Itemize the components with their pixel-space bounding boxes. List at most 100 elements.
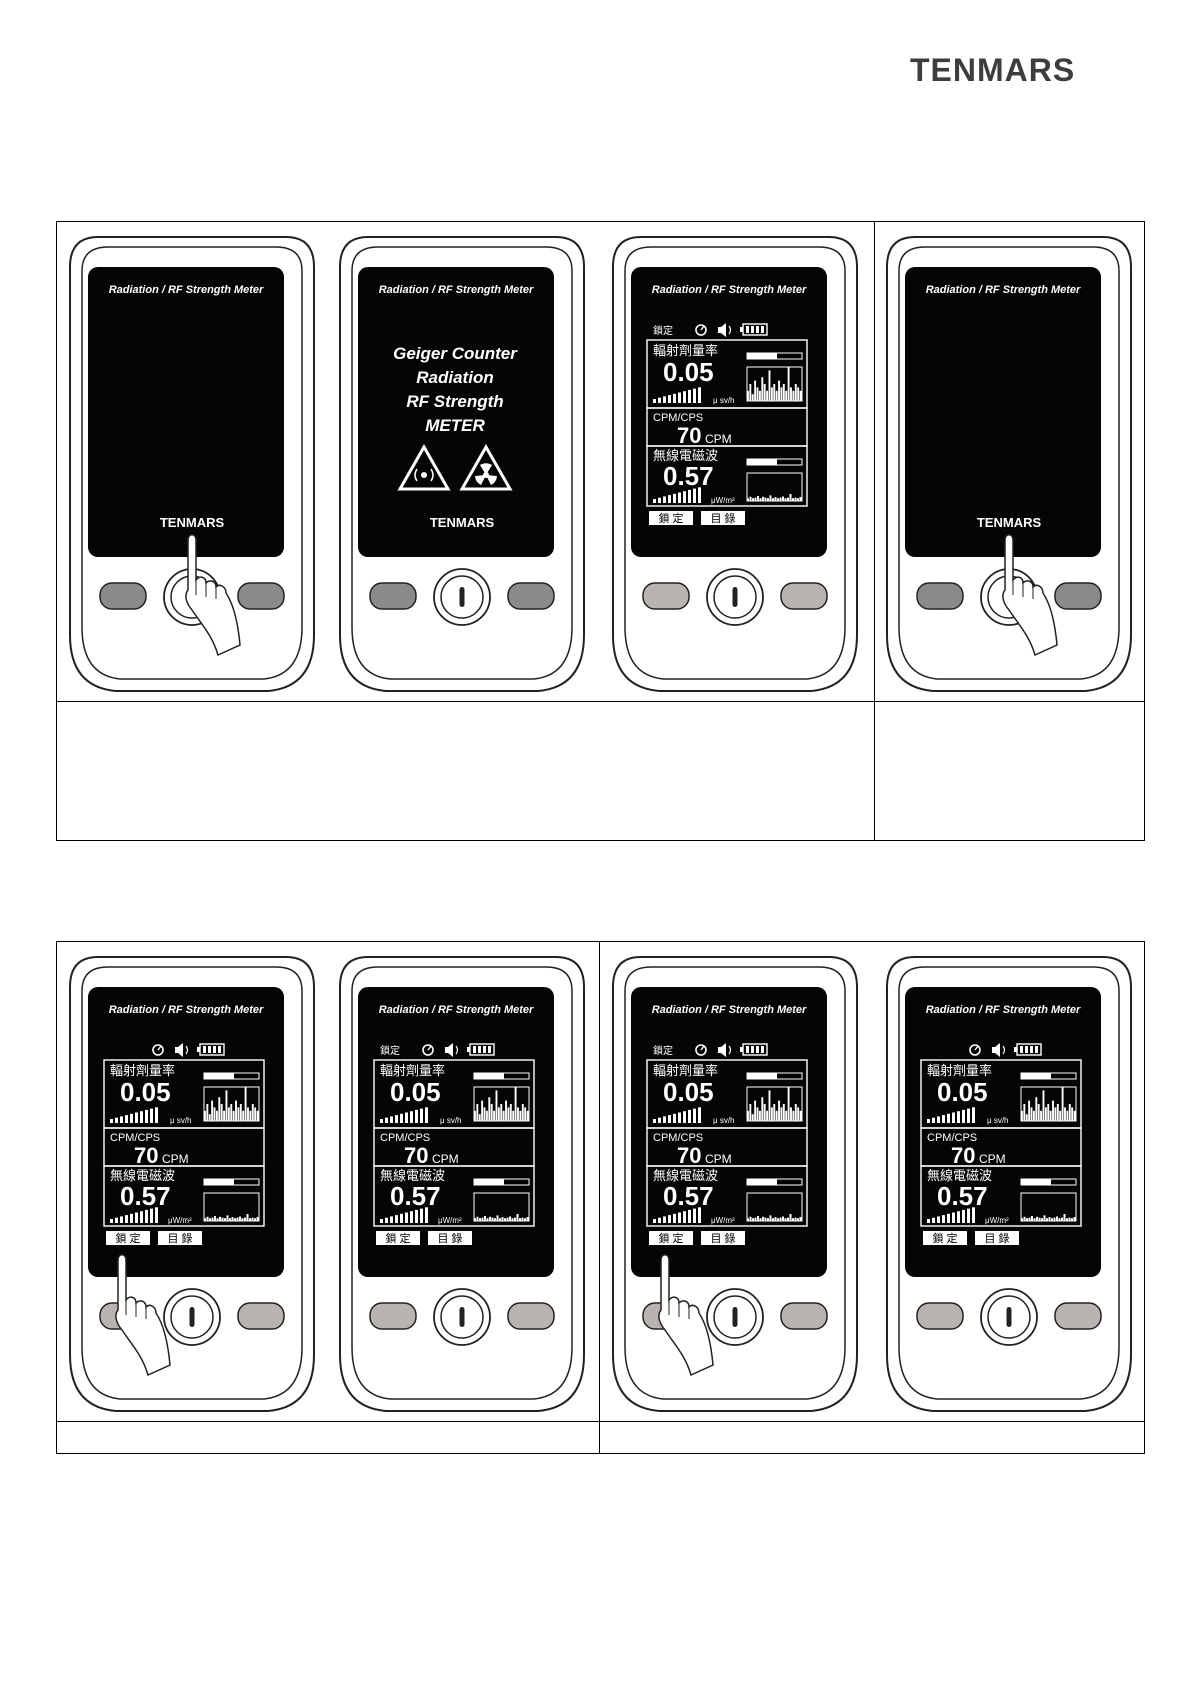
softkey-menu bbox=[428, 1231, 472, 1245]
hand-pointer-icon bbox=[1002, 534, 1058, 657]
device-measure-unlocked: Radiation / RF Strength Meter 輻射劑量率 0.05… bbox=[885, 955, 1133, 1413]
screen-header: Radiation / RF Strength Meter bbox=[926, 284, 1081, 296]
right-button bbox=[237, 582, 285, 610]
rf-value: 0.57 bbox=[390, 1181, 441, 1211]
dose-value: 0.05 bbox=[390, 1077, 441, 1107]
rf-unit: μW/m² bbox=[438, 1216, 462, 1225]
lock-status: 鎖定 bbox=[653, 1044, 673, 1057]
rf-unit: μW/m² bbox=[711, 496, 735, 505]
status-bar bbox=[969, 1043, 1042, 1057]
hand-pointer-icon bbox=[658, 1254, 714, 1377]
right-button bbox=[507, 1302, 555, 1330]
device-measure-locked: Radiation / RF Strength Meter 鎖定 輻射劑量率 0… bbox=[338, 955, 586, 1413]
screen-header: Radiation / RF Strength Meter bbox=[652, 284, 807, 296]
softkey-menu bbox=[975, 1231, 1019, 1245]
speaker-icon bbox=[718, 1043, 726, 1057]
rf-value: 0.57 bbox=[663, 461, 714, 491]
left-button bbox=[916, 1302, 964, 1330]
device-measure-locked-press: Radiation / RF Strength Meter 鎖定 輻射劑量率 0… bbox=[611, 955, 859, 1413]
brand-logo: TENMARS bbox=[910, 52, 1076, 88]
cpm-label: CPM/CPS bbox=[110, 1132, 160, 1144]
cpm-unit: CPM bbox=[162, 1152, 189, 1166]
left-button bbox=[369, 1302, 417, 1330]
screen-brand: TENMARS bbox=[160, 515, 225, 530]
screen-header: Radiation / RF Strength Meter bbox=[109, 284, 264, 296]
rf-label: 無線電磁波 bbox=[110, 1168, 175, 1183]
svg-text:RF Strength: RF Strength bbox=[406, 392, 503, 411]
svg-text:目 錄: 目 錄 bbox=[710, 511, 735, 525]
rf-unit: μW/m² bbox=[168, 1216, 192, 1225]
dose-unit: μ sv/h bbox=[987, 1116, 1009, 1125]
speaker-icon bbox=[718, 323, 726, 337]
rf-warning-icon bbox=[397, 443, 451, 491]
svg-text:鎖 定: 鎖 定 bbox=[658, 511, 683, 525]
rf-label: 無線電磁波 bbox=[380, 1168, 445, 1183]
power-icon bbox=[459, 587, 465, 607]
radiation-warning-icon bbox=[459, 443, 513, 491]
dose-unit: μ sv/h bbox=[440, 1116, 462, 1125]
svg-text:METER: METER bbox=[425, 416, 485, 435]
status-bar bbox=[152, 1043, 225, 1057]
screen-brand: TENMARS bbox=[430, 515, 495, 530]
cpm-value: 70 bbox=[404, 1143, 428, 1168]
cpm-value: 70 bbox=[677, 423, 701, 448]
softkey-menu bbox=[701, 1231, 745, 1245]
screen-header: Radiation / RF Strength Meter bbox=[652, 1004, 807, 1016]
cpm-unit: CPM bbox=[705, 1152, 732, 1166]
rf-value: 0.57 bbox=[120, 1181, 171, 1211]
dose-label: 輻射劑量率 bbox=[110, 1063, 175, 1078]
svg-text:Radiation: Radiation bbox=[416, 368, 493, 387]
screen-header: Radiation / RF Strength Meter bbox=[926, 1004, 1081, 1016]
status-bar: 鎖定 bbox=[380, 1043, 495, 1057]
timer-icon bbox=[422, 1044, 434, 1056]
dose-label: 輻射劑量率 bbox=[927, 1063, 992, 1078]
softkey-lock bbox=[376, 1231, 420, 1245]
cpm-unit: CPM bbox=[432, 1152, 459, 1166]
cpm-label: CPM/CPS bbox=[653, 1132, 703, 1144]
dose-label: 輻射劑量率 bbox=[653, 1063, 718, 1078]
cpm-value: 70 bbox=[677, 1143, 701, 1168]
power-icon bbox=[189, 1307, 195, 1327]
left-button bbox=[916, 582, 964, 610]
softkey-lock bbox=[649, 511, 693, 525]
status-bar: 鎖定 bbox=[653, 1043, 768, 1057]
timer-icon bbox=[152, 1044, 164, 1056]
softkey-menu bbox=[158, 1231, 202, 1245]
dose-value: 0.05 bbox=[663, 357, 714, 387]
cpm-label: CPM/CPS bbox=[927, 1132, 977, 1144]
device-splash: Radiation / RF Strength Meter Geiger Cou… bbox=[338, 235, 586, 693]
svg-text:目 錄: 目 錄 bbox=[437, 1231, 462, 1245]
svg-text:目 錄: 目 錄 bbox=[710, 1231, 735, 1245]
cpm-value: 70 bbox=[134, 1143, 158, 1168]
table-lock-sequence bbox=[56, 941, 1145, 1454]
timer-icon bbox=[695, 1044, 707, 1056]
device-measure: Radiation / RF Strength Meter 鎖定 輻射劑量率 0… bbox=[611, 235, 859, 693]
device-off-2: Radiation / RF Strength Meter TENMARS bbox=[885, 235, 1133, 693]
speaker-icon bbox=[175, 1043, 183, 1057]
power-icon bbox=[732, 587, 738, 607]
rf-label: 無線電磁波 bbox=[653, 1168, 718, 1183]
rf-unit: μW/m² bbox=[985, 1216, 1009, 1225]
softkey-lock bbox=[106, 1231, 150, 1245]
table-power-sequence bbox=[56, 221, 1145, 841]
svg-text:目 錄: 目 錄 bbox=[167, 1231, 192, 1245]
dose-unit: μ sv/h bbox=[713, 1116, 735, 1125]
hand-pointer-icon bbox=[185, 534, 241, 657]
speaker-icon bbox=[992, 1043, 1000, 1057]
rf-unit: μW/m² bbox=[711, 1216, 735, 1225]
device-screen bbox=[358, 267, 554, 557]
dose-unit: μ sv/h bbox=[170, 1116, 192, 1125]
power-icon bbox=[732, 1307, 738, 1327]
hand-pointer-icon bbox=[115, 1254, 171, 1377]
svg-text:鎖 定: 鎖 定 bbox=[932, 1231, 957, 1245]
lock-status: 鎖定 bbox=[380, 1044, 400, 1057]
screen-header: Radiation / RF Strength Meter bbox=[379, 284, 534, 296]
dose-label: 輻射劑量率 bbox=[380, 1063, 445, 1078]
right-button bbox=[780, 1302, 828, 1330]
cpm-unit: CPM bbox=[705, 432, 732, 446]
rf-label: 無線電磁波 bbox=[653, 448, 718, 463]
softkey-lock bbox=[923, 1231, 967, 1245]
dose-value: 0.05 bbox=[663, 1077, 714, 1107]
left-button bbox=[99, 582, 147, 610]
right-button bbox=[1054, 1302, 1102, 1330]
